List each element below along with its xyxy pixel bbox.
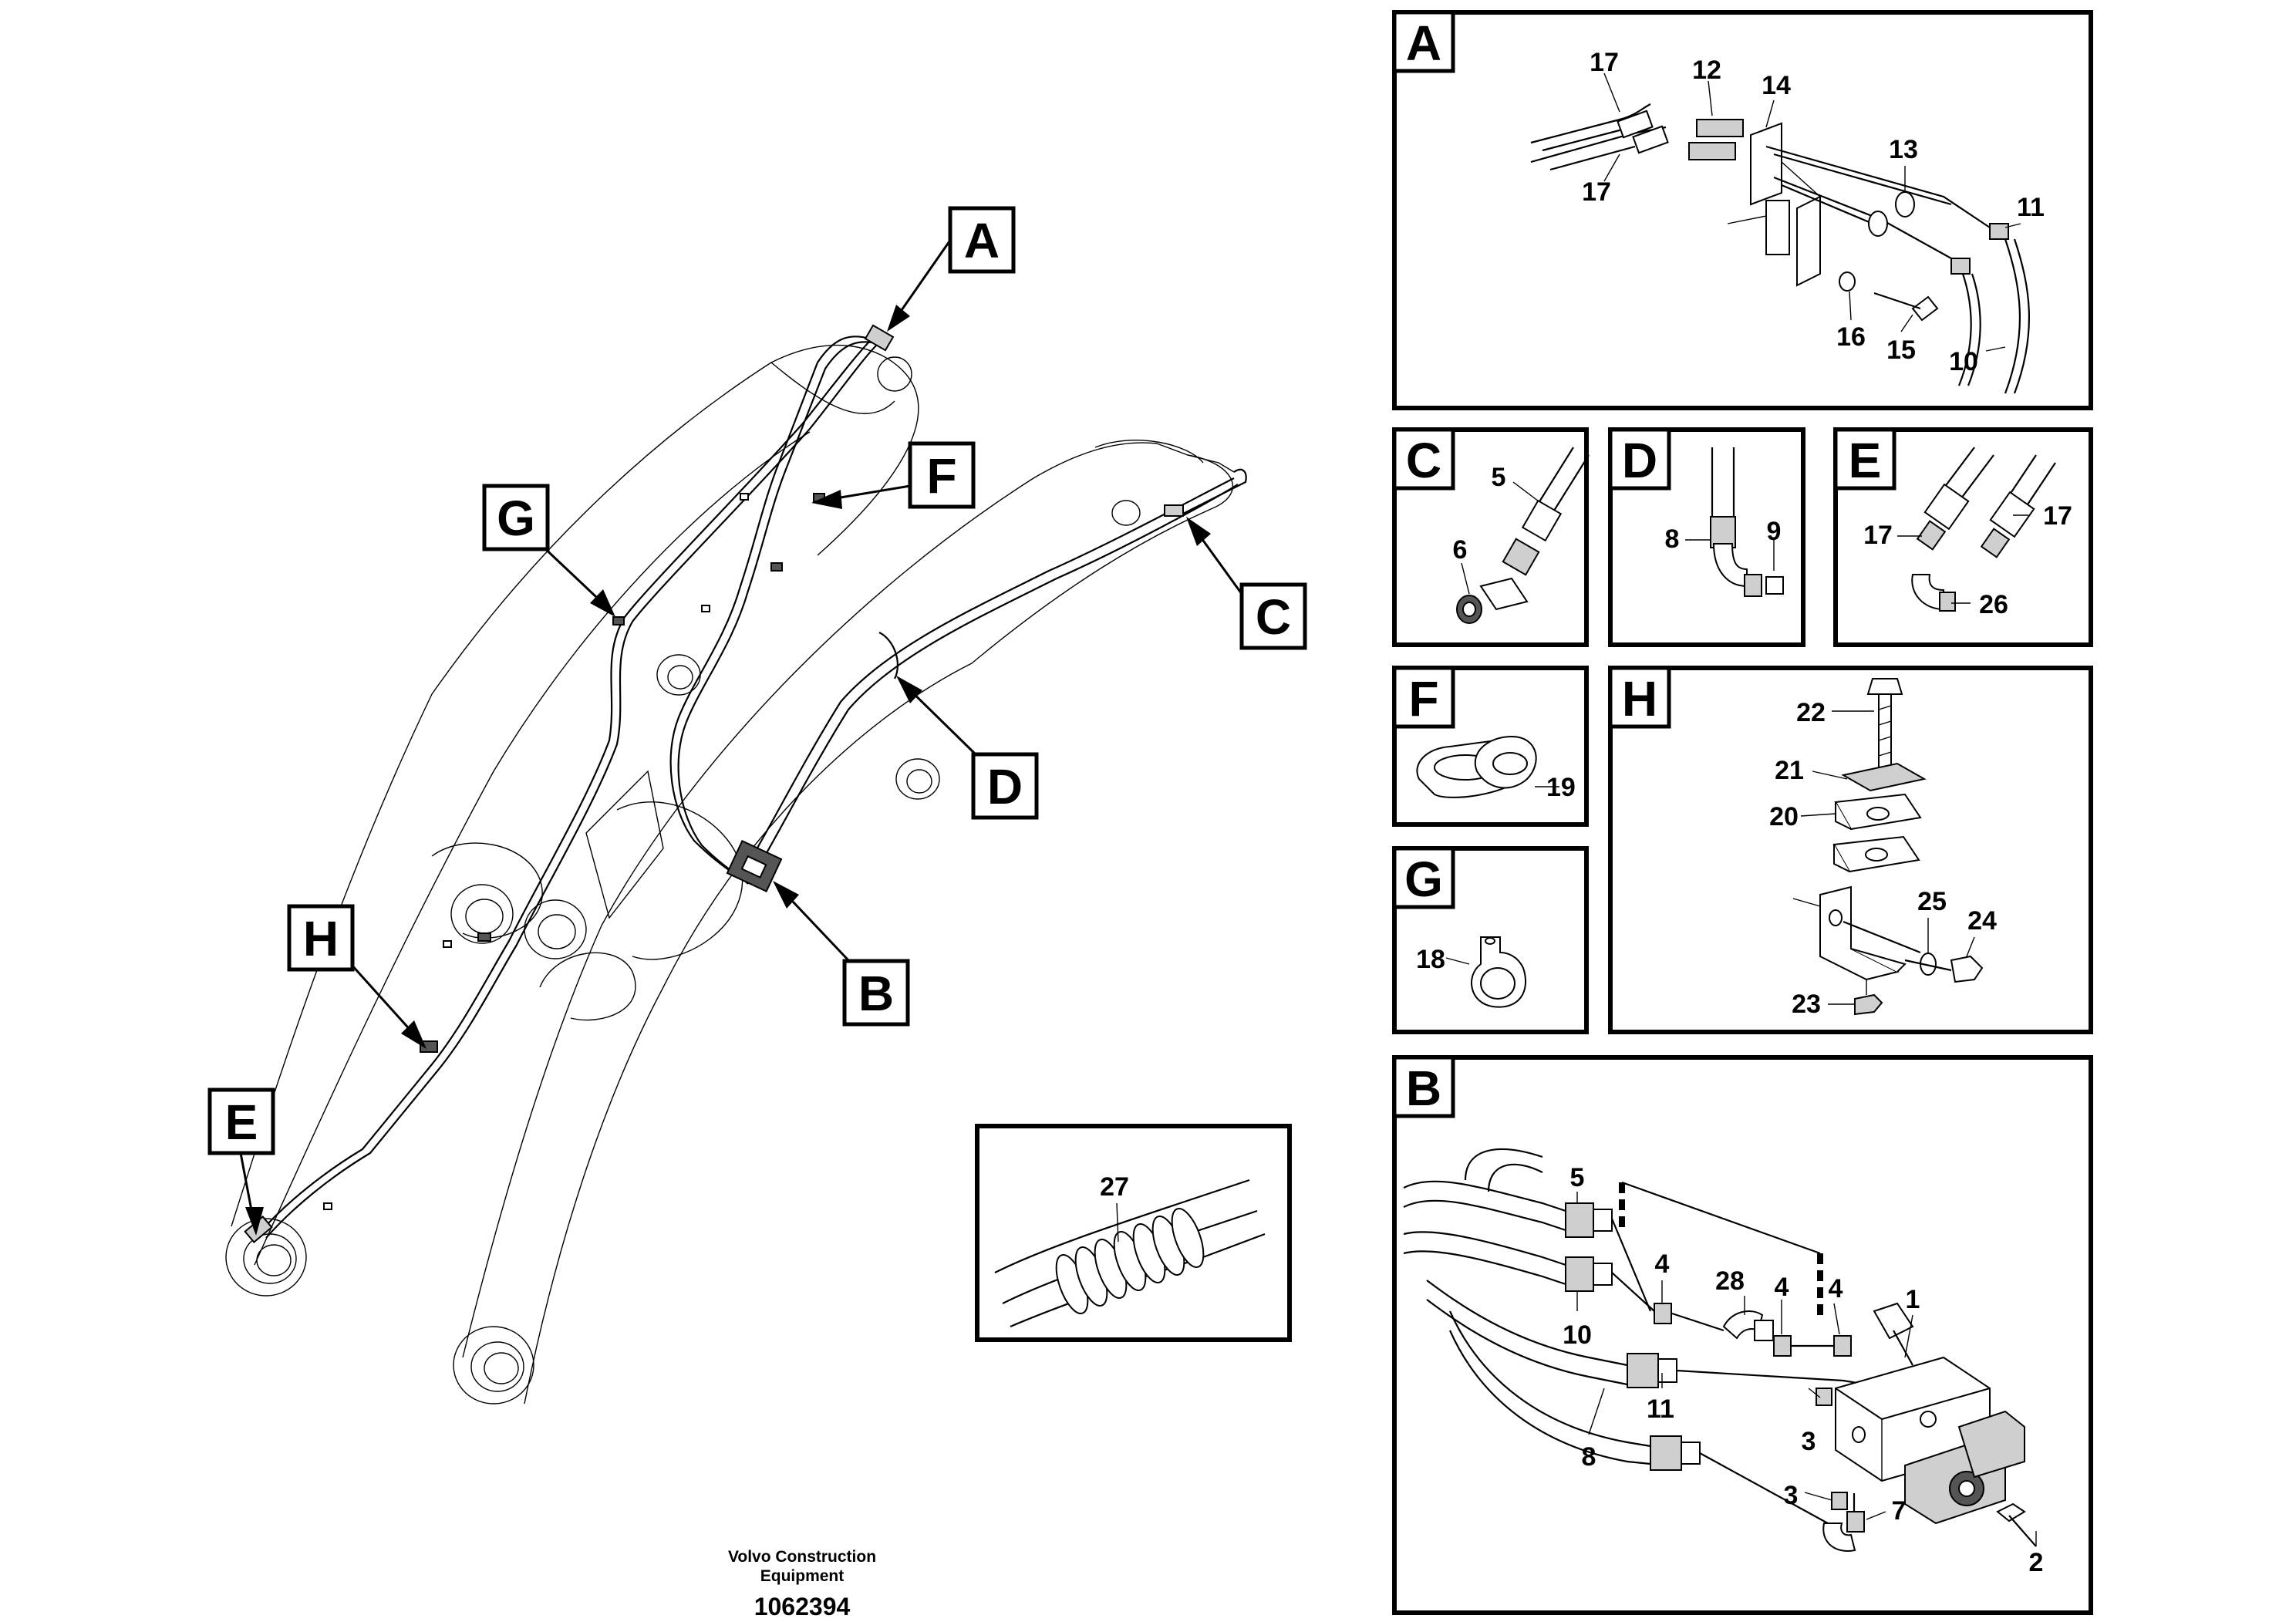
- callout-F: F: [811, 441, 976, 509]
- company-name-line2: Equipment: [760, 1567, 845, 1585]
- callout-A: A: [887, 206, 1016, 332]
- panel-A-part-13: 13: [1889, 135, 1918, 164]
- callout-label-A: A: [964, 213, 1000, 268]
- panel-B-part-10: 10: [1563, 1320, 1592, 1350]
- panel-B-part-3-lower: 3: [1784, 1481, 1799, 1510]
- panel-A-part-11: 11: [2017, 193, 2045, 222]
- panel-A-part-17-bottom: 17: [1582, 177, 1611, 207]
- callout-label-F: F: [926, 448, 956, 504]
- panel-C-part-5: 5: [1492, 463, 1506, 492]
- panel-B-part-4-middle: 4: [1775, 1273, 1789, 1302]
- callout-E: E: [207, 1088, 275, 1236]
- callout-label-D: D: [987, 759, 1023, 814]
- panel-H-part-22: 22: [1796, 698, 1826, 727]
- detail-panel-B: B: [1392, 1055, 2093, 1615]
- panel-B-part-1: 1: [1906, 1285, 1920, 1314]
- panel-B-part-7: 7: [1892, 1496, 1907, 1526]
- panel-A-part-12: 12: [1692, 56, 1721, 85]
- callout-G: G: [482, 484, 615, 617]
- panel-H-part-25: 25: [1917, 887, 1947, 916]
- panel-E-part-17-left: 17: [1863, 521, 1893, 550]
- panel-G-title: G: [1404, 851, 1443, 907]
- panel-E-part-26: 26: [1979, 590, 2008, 619]
- panel-A-part-17-top: 17: [1590, 48, 1619, 77]
- panel-A-title: A: [1406, 15, 1441, 71]
- detail-panel-F: F 19: [1392, 666, 1589, 827]
- panel-A-part-15: 15: [1886, 336, 1916, 365]
- callout-label-H: H: [303, 911, 339, 966]
- panel-H-part-20: 20: [1769, 802, 1799, 831]
- panel-H-part-21: 21: [1775, 756, 1804, 785]
- panel-B-title: B: [1406, 1061, 1441, 1116]
- panel-C-title: C: [1406, 433, 1441, 488]
- panel-D-part-9: 9: [1767, 517, 1782, 546]
- panel-C-part-6: 6: [1453, 535, 1468, 565]
- detail-panel-D: D 8 9: [1608, 427, 1805, 647]
- panel-D-part-8: 8: [1665, 524, 1680, 554]
- panel-E-title: E: [1849, 433, 1882, 488]
- panel-B-part-28: 28: [1715, 1266, 1745, 1296]
- callout-B: B: [773, 881, 910, 1027]
- panel-B-part-8: 8: [1582, 1442, 1596, 1472]
- callout-label-B: B: [858, 966, 894, 1021]
- detail-panel-E: E 17 17 26: [1833, 427, 2093, 647]
- panel-B-part-4-left: 4: [1655, 1249, 1670, 1279]
- panel-F-title: F: [1408, 671, 1438, 727]
- inset-spiral-guard: 27: [975, 1124, 1292, 1342]
- panel-F-part-19: 19: [1546, 773, 1576, 802]
- callout-H: H: [287, 904, 426, 1049]
- panel-B-part-3-upper: 3: [1802, 1427, 1816, 1456]
- panel-H-title: H: [1622, 671, 1657, 727]
- detail-panel-G: G 18: [1392, 846, 1589, 1034]
- detail-panel-C: C 5 6: [1392, 427, 1590, 647]
- callout-label-C: C: [1256, 589, 1291, 645]
- panel-D-title: D: [1622, 433, 1657, 488]
- loader-boom-illustration: [225, 324, 1247, 1404]
- panel-E-part-17-right: 17: [2043, 501, 2072, 531]
- callout-C: C: [1186, 517, 1307, 650]
- panel-B-part-11: 11: [1647, 1394, 1674, 1424]
- company-name-line1: Volvo Construction: [728, 1548, 876, 1566]
- panel-A-part-16: 16: [1836, 322, 1866, 352]
- panel-B-part-4-right: 4: [1829, 1274, 1843, 1303]
- panel-B-part-2: 2: [2029, 1548, 2044, 1577]
- panel-B-part-5: 5: [1570, 1163, 1585, 1192]
- inset-part-27: 27: [1100, 1172, 1129, 1202]
- panel-H-part-24: 24: [1967, 906, 1997, 936]
- callout-label-G: G: [497, 491, 535, 546]
- panel-A-part-14: 14: [1762, 71, 1791, 100]
- panel-A-part-10: 10: [1949, 347, 1978, 376]
- footer: Volvo Construction Equipment 1062394: [728, 1548, 876, 1620]
- detail-panel-A: A: [1392, 10, 2093, 410]
- callout-D: D: [896, 676, 1039, 820]
- callout-label-E: E: [225, 1094, 258, 1150]
- spiral-wrap: [1055, 1208, 1205, 1314]
- panel-G-part-18: 18: [1416, 945, 1445, 974]
- document-number: 1062394: [754, 1593, 851, 1620]
- panel-H-part-23: 23: [1792, 990, 1821, 1019]
- detail-panel-H: H 22 21 20 25 2: [1608, 666, 2093, 1034]
